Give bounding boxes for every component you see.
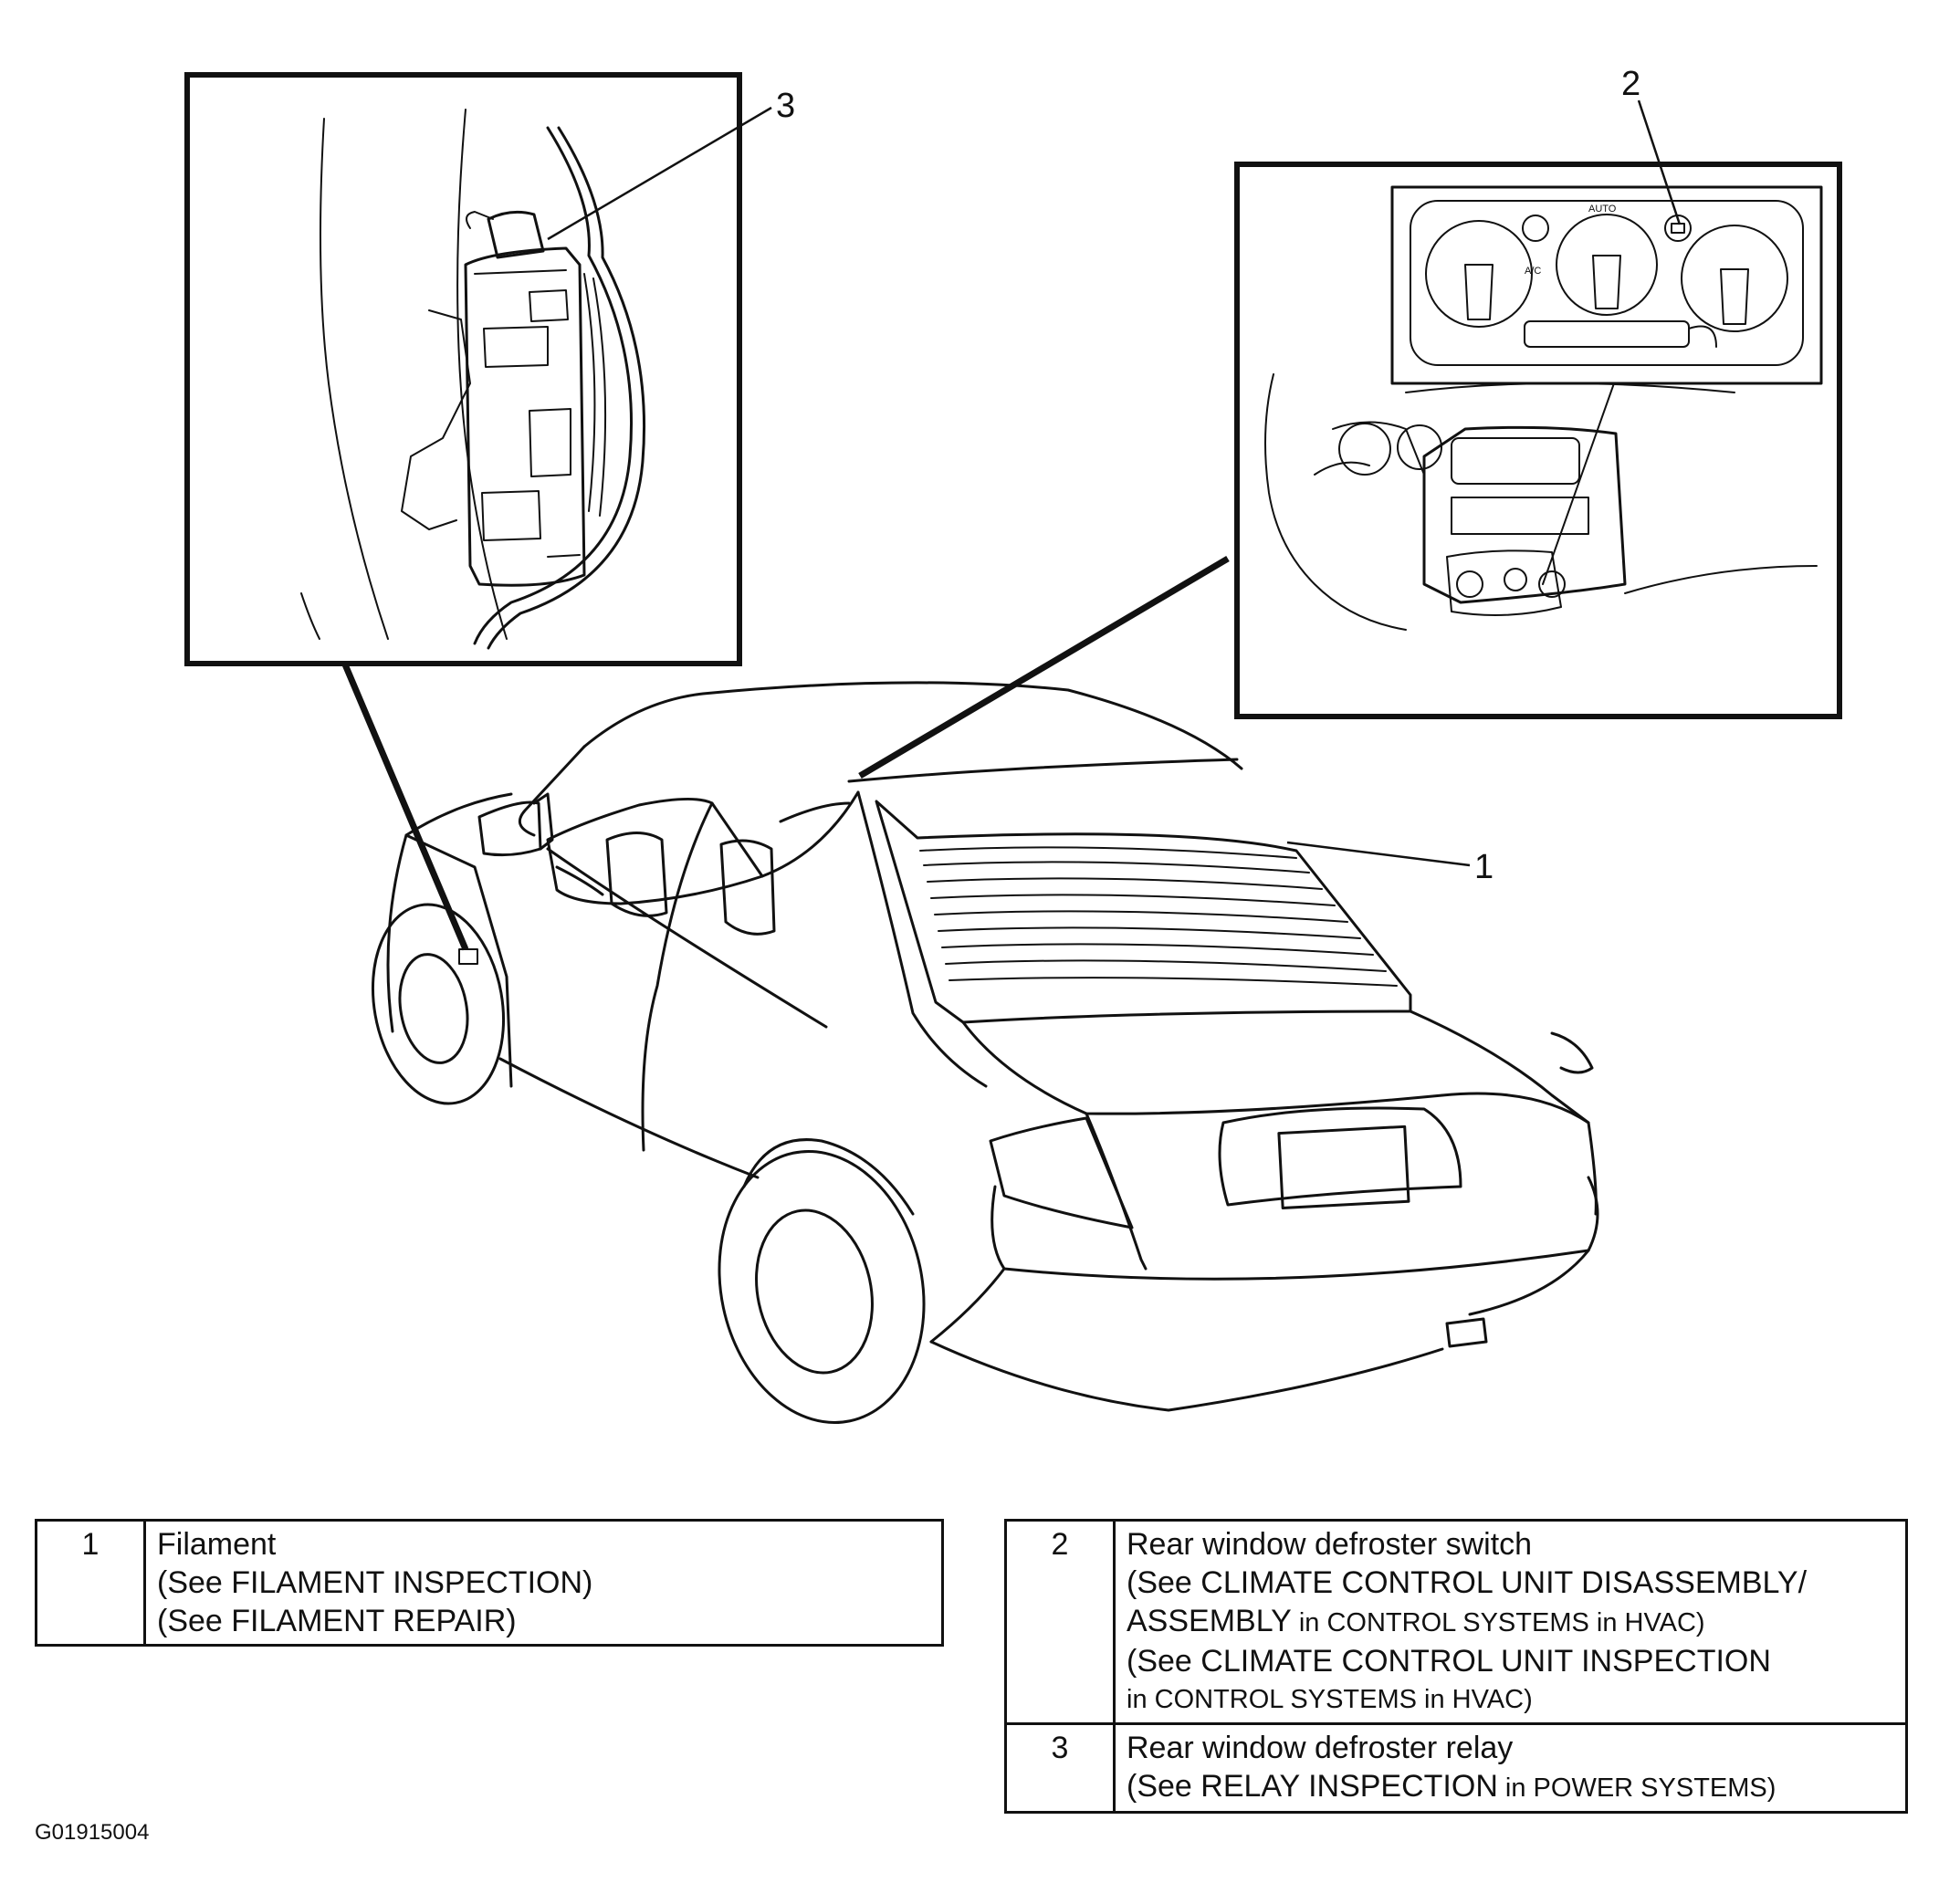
callout-1: 1 bbox=[1474, 848, 1494, 886]
legend-reference: (See FILAMENT INSPECTION) bbox=[157, 1565, 593, 1600]
legend-reference-main: (See RELAY INSPECTION bbox=[1127, 1769, 1498, 1804]
legend-description: Rear window defroster relay (See RELAY I… bbox=[1113, 1722, 1908, 1814]
legend-row: 2 Rear window defroster switch (See CLIM… bbox=[1004, 1519, 1908, 1725]
legend-reference-small: in POWER SYSTEMS) bbox=[1497, 1773, 1777, 1803]
relay-location-marker bbox=[458, 948, 478, 965]
legend-row: 1 Filament (See FILAMENT INSPECTION) (Se… bbox=[35, 1519, 944, 1647]
legend-reference: (See FILAMENT REPAIR) bbox=[157, 1604, 517, 1638]
climate-control-inset: A/C AUTO bbox=[1234, 162, 1842, 719]
rear-window-filament-lines bbox=[919, 846, 1398, 987]
callout-3: 3 bbox=[776, 87, 795, 125]
relay-inset-pointer bbox=[341, 663, 469, 951]
switch-inset-pointer bbox=[858, 555, 1230, 779]
legend-description: Rear window defroster switch (See CLIMAT… bbox=[1113, 1519, 1908, 1725]
legend-reference: ASSEMBLY in CONTROL SYSTEMS in HVAC) bbox=[1127, 1602, 1894, 1642]
legend-title: Filament bbox=[157, 1527, 277, 1562]
legend-title: Rear window defroster relay bbox=[1127, 1731, 1514, 1765]
legend-description: Filament (See FILAMENT INSPECTION) (See … bbox=[143, 1519, 944, 1647]
figure-id: G01915004 bbox=[35, 1820, 150, 1845]
callout-1-leader bbox=[1286, 841, 1471, 867]
callout-2: 2 bbox=[1621, 65, 1640, 103]
legend-number: 3 bbox=[1004, 1722, 1116, 1814]
legend-reference-small: in CONTROL SYSTEMS in HVAC) bbox=[1291, 1608, 1705, 1637]
legend-number: 2 bbox=[1004, 1519, 1116, 1725]
legend-table-left: 1 Filament (See FILAMENT INSPECTION) (Se… bbox=[35, 1519, 944, 1647]
ac-label: A/C bbox=[1525, 266, 1541, 277]
legend-title: Rear window defroster switch bbox=[1127, 1527, 1533, 1562]
legend-reference-small: in CONTROL SYSTEMS in HVAC) bbox=[1127, 1685, 1533, 1714]
legend-row: 3 Rear window defroster relay (See RELAY… bbox=[1004, 1722, 1908, 1814]
legend-reference-bold: ASSEMBLY bbox=[1127, 1604, 1292, 1638]
legend-reference: (See CLIMATE CONTROL UNIT DISASSEMBLY/ bbox=[1127, 1565, 1808, 1600]
legend-number: 1 bbox=[35, 1519, 146, 1647]
legend-reference: (See RELAY INSPECTION in POWER SYSTEMS) bbox=[1127, 1767, 1894, 1807]
relay-inset bbox=[184, 72, 742, 666]
auto-label: AUTO bbox=[1588, 204, 1617, 214]
legend-reference: (See CLIMATE CONTROL UNIT INSPECTION bbox=[1127, 1644, 1771, 1679]
legend-table-right: 2 Rear window defroster switch (See CLIM… bbox=[1004, 1519, 1908, 1814]
callout-2-leader bbox=[1637, 99, 1682, 225]
car-illustration bbox=[371, 681, 1599, 1424]
callout-3-leader bbox=[547, 106, 772, 241]
